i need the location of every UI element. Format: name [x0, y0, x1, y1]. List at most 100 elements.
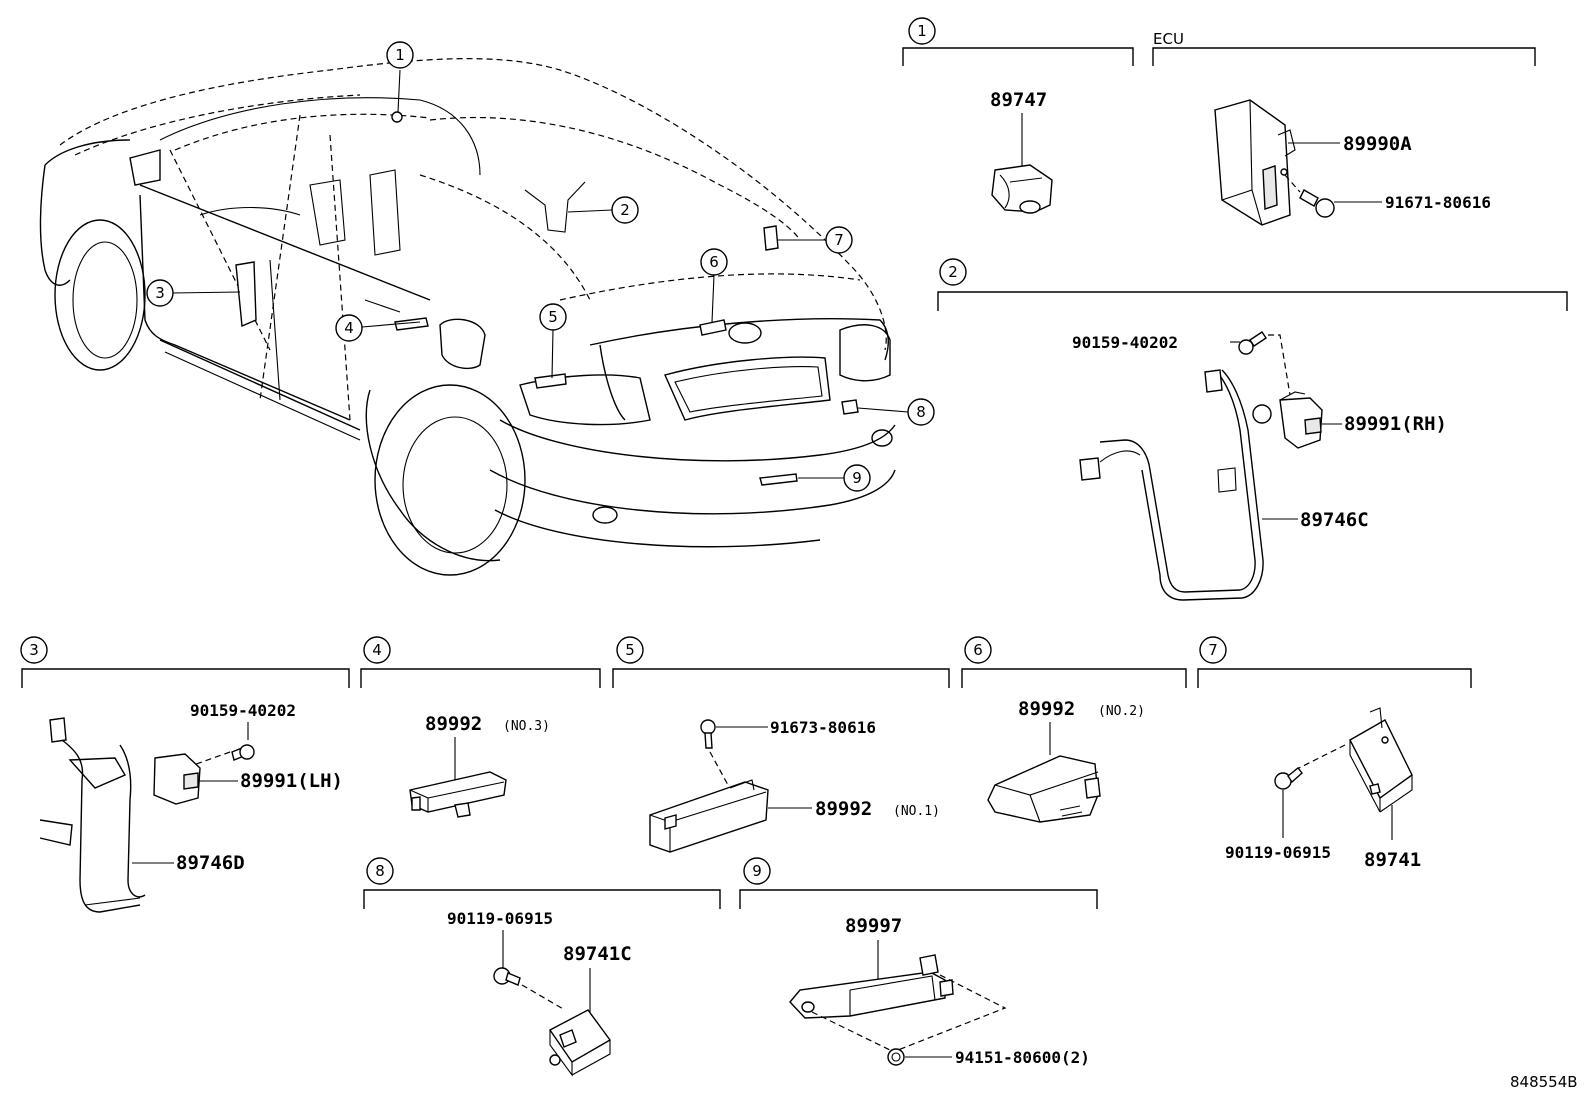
group-9: 9 89997 94151-80600(2) [739, 857, 1098, 1067]
part-89741: 89741 [1364, 849, 1421, 871]
car-callout-8: 8 [907, 398, 935, 426]
bolt-90159-rh-drawing [1238, 331, 1267, 355]
ecu-bracket [1152, 47, 1536, 66]
group-9-bracket [739, 889, 1098, 909]
sensor-89991lh-drawing [153, 753, 201, 805]
figure-id: 848554B [1510, 1073, 1578, 1091]
part-90159-40202-rh: 90159-40202 [1072, 333, 1178, 352]
svg-text:2: 2 [620, 201, 630, 219]
sensor-89747-drawing [991, 164, 1053, 214]
svg-text:3: 3 [29, 641, 39, 659]
harness-89746C-drawing [1079, 369, 1272, 601]
svg-text:7: 7 [834, 231, 844, 249]
part-89746C: 89746C [1300, 509, 1369, 531]
sensor-89991rh-drawing [1279, 391, 1323, 449]
svg-text:9: 9 [852, 469, 862, 487]
part-90119-06915-8: 90119-06915 [447, 909, 553, 928]
svg-text:5: 5 [548, 308, 558, 326]
part-90119-06915-7: 90119-06915 [1225, 843, 1331, 862]
group-6: 6 89992 (NO.2) [961, 636, 1187, 823]
svg-text:4: 4 [372, 641, 382, 659]
svg-text:6: 6 [709, 253, 719, 271]
svg-text:4: 4 [344, 319, 354, 337]
svg-text:3: 3 [155, 284, 165, 302]
group-5-callout: 5 [616, 636, 644, 664]
car-callout-1: 1 [386, 41, 414, 69]
car-callout-6: 6 [700, 248, 728, 276]
group-8: 8 90119-06915 89741C [363, 857, 721, 1077]
part-89991-rh: 89991(RH) [1344, 413, 1447, 435]
part-89997: 89997 [845, 915, 902, 937]
part-89992-no2: 89992 [1018, 698, 1075, 720]
group-ecu: ECU 89990A 91671-80616 [1152, 30, 1536, 226]
part-89741C: 89741C [563, 943, 632, 965]
group-7: 7 90119-06915 89741 [1197, 636, 1472, 871]
group-8-bracket [363, 889, 721, 909]
group-1-bracket [902, 47, 1134, 66]
part-89991-lh: 89991(LH) [240, 770, 343, 792]
car-callout-3: 3 [146, 279, 174, 307]
part-89746D: 89746D [176, 852, 245, 874]
svg-text:1: 1 [395, 46, 405, 64]
svg-text:7: 7 [1208, 641, 1218, 659]
part-94151-80600: 94151-80600(2) [955, 1048, 1090, 1067]
group-8-callout: 8 [366, 857, 394, 885]
ecu-89990A-drawing [1214, 99, 1296, 226]
group-6-bracket [961, 668, 1187, 688]
sensor-89741C-drawing [548, 1009, 612, 1077]
part-89992-no3: 89992 [425, 713, 482, 735]
bolt-91673-drawing [700, 719, 716, 749]
part-89992-no3-note: (NO.3) [503, 719, 550, 734]
car-callout-4: 4 [335, 314, 363, 342]
group-1-callout: 1 [908, 17, 936, 45]
sensor-89741-drawing [1349, 707, 1413, 813]
group-5-bracket [612, 668, 950, 688]
group-7-bracket [1197, 668, 1472, 688]
part-89990A: 89990A [1343, 133, 1412, 155]
svg-text:5: 5 [625, 641, 635, 659]
part-89992-no2-note: (NO.2) [1098, 704, 1145, 719]
group-5: 5 91673-80616 89992 (NO.1) [612, 636, 950, 853]
svg-text:8: 8 [375, 862, 385, 880]
svg-text:2: 2 [948, 263, 958, 281]
bolt-90119-8-drawing [493, 967, 521, 986]
nut-94151-drawing [887, 1048, 905, 1066]
harness-89746D-drawing [39, 717, 146, 913]
car-callout-leaders [171, 69, 909, 479]
group-4-bracket [360, 668, 601, 688]
car-illustration [39, 58, 896, 576]
part-91673-80616: 91673-80616 [770, 718, 876, 737]
svg-text:1: 1 [917, 22, 927, 40]
bolt-90119-7-drawing [1274, 767, 1303, 790]
bolt-91671-drawing [1299, 189, 1335, 218]
part-89747: 89747 [990, 89, 1047, 111]
sensor-89992-no1-drawing [649, 779, 769, 853]
group-3: 3 90159-40202 89991(LH) 89746D [20, 636, 350, 913]
part-91671-80616: 91671-80616 [1385, 193, 1491, 212]
group-2-callout: 2 [939, 258, 967, 286]
svg-text:6: 6 [973, 641, 983, 659]
group-2-bracket [937, 291, 1568, 311]
sensor-89992-no3-drawing [409, 771, 507, 818]
car-callout-5: 5 [539, 303, 567, 331]
part-90159-40202-lh: 90159-40202 [190, 701, 296, 720]
part-89992-no1: 89992 [815, 798, 872, 820]
svg-text:8: 8 [916, 403, 926, 421]
group-1: 1 89747 [902, 17, 1134, 214]
group-4-callout: 4 [363, 636, 391, 664]
group-9-callout: 9 [743, 857, 771, 885]
bolt-90159-lh-drawing [231, 744, 255, 761]
group-4: 4 89992 (NO.3) [360, 636, 601, 818]
car-callout-2: 2 [611, 196, 639, 224]
group-3-callout: 3 [20, 636, 48, 664]
group-3-bracket [21, 668, 350, 688]
group-2: 2 90159-40202 89991(RH) 89746C [937, 258, 1568, 601]
car-callout-9: 9 [843, 464, 871, 492]
sensor-89992-no2-drawing [987, 755, 1101, 823]
sensor-89997-drawing [789, 954, 954, 1019]
ecu-label: ECU [1153, 30, 1184, 48]
group-6-callout: 6 [964, 636, 992, 664]
group-7-callout: 7 [1199, 636, 1227, 664]
part-89992-no1-note: (NO.1) [893, 804, 940, 819]
